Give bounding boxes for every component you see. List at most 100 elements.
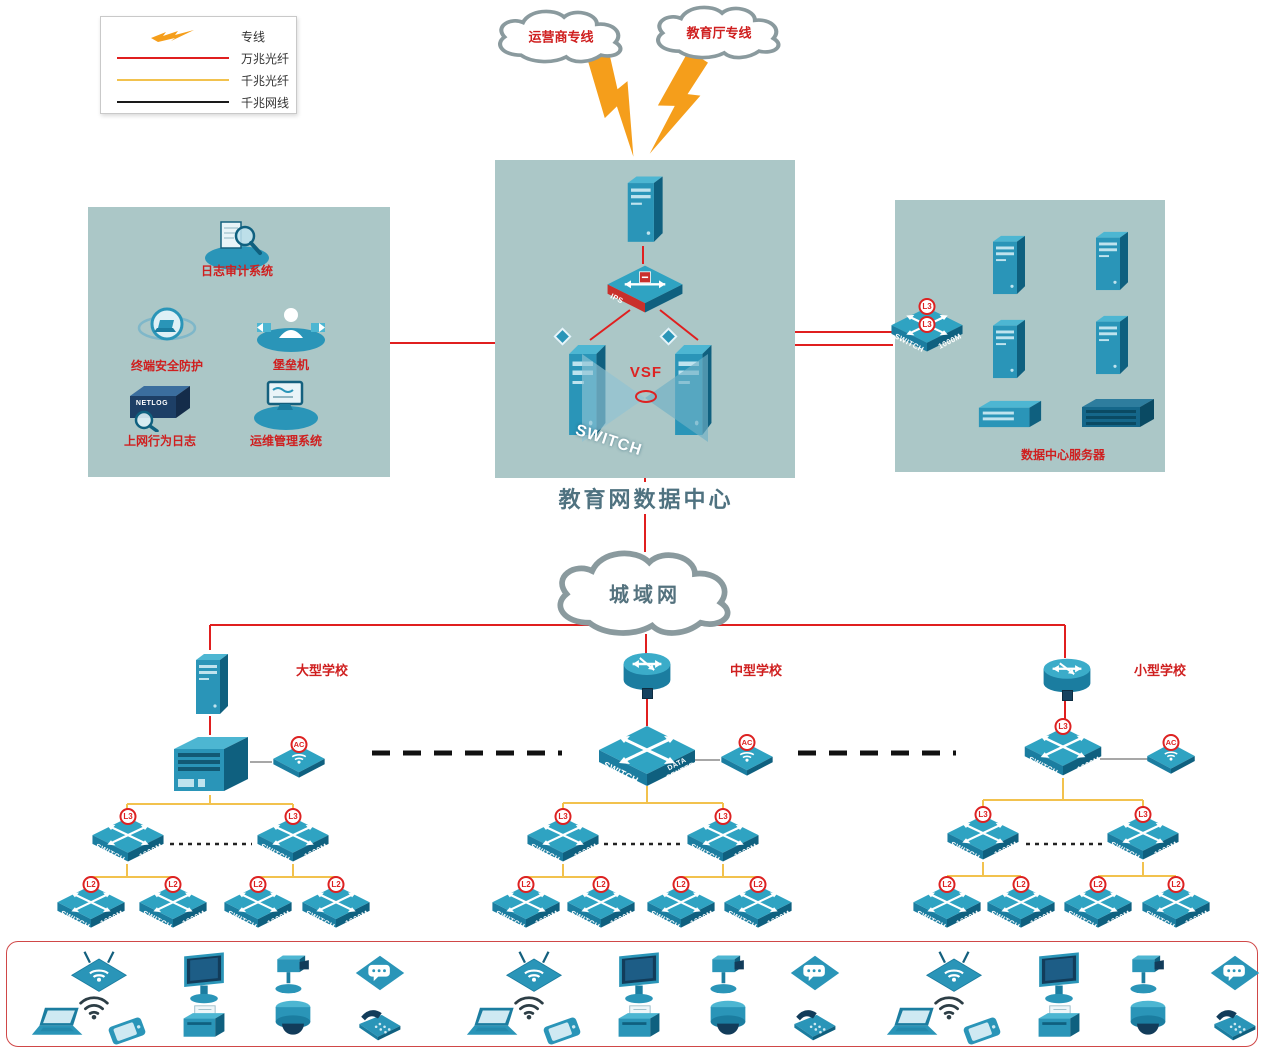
small-school-l2-switch[interactable]: L2 SWITCH 1000M xyxy=(1063,876,1133,931)
desk-phone-icon[interactable] xyxy=(350,1004,406,1044)
laptop-icon[interactable] xyxy=(465,1006,523,1042)
printer-icon[interactable] xyxy=(178,1004,230,1044)
small-school-l2-switch[interactable]: L2 SWITCH 1000M xyxy=(986,876,1056,931)
wireless-ap-icon[interactable] xyxy=(70,950,128,995)
storage-icon xyxy=(978,400,1042,428)
chat-terminal-icon[interactable] xyxy=(1209,954,1261,992)
large-school-l2-switch[interactable]: L2 SWITCH 1000M xyxy=(56,876,126,931)
datacenter-switch[interactable]: L3 L3 SWITCH 1000M xyxy=(890,298,964,354)
chat-terminal-icon[interactable] xyxy=(789,954,841,992)
server-zone-label: 数据中心服务器 xyxy=(1020,448,1106,462)
chassis-icon xyxy=(174,737,248,791)
printer-icon[interactable] xyxy=(613,1004,665,1044)
laptop-icon[interactable] xyxy=(30,1006,88,1042)
server-tower-icon xyxy=(1096,315,1128,375)
smartphone-icon[interactable] xyxy=(541,1016,583,1046)
storage-array[interactable] xyxy=(975,398,1045,431)
medium-school-l2-switch[interactable]: L2 SWITCH 1000M xyxy=(491,876,561,931)
large-school-ac[interactable]: AC xyxy=(272,736,326,779)
medium-school-l2-switch[interactable]: L2 SWITCH 1000M xyxy=(646,876,716,931)
l3-badge: L3 xyxy=(284,808,302,825)
education-cloud[interactable]: 教育厅专线 xyxy=(642,4,796,62)
desk-phone-icon[interactable] xyxy=(785,1004,841,1044)
l3-badge: L3 xyxy=(1134,806,1152,823)
red-line-sample xyxy=(117,57,229,59)
small-school-label: 小型学校 xyxy=(1133,663,1187,678)
rack-device[interactable] xyxy=(1078,395,1158,431)
large-school-l3-switch[interactable]: L3 SWITCH 1000M xyxy=(91,808,165,864)
desktop-monitor-icon[interactable] xyxy=(1035,952,1083,1006)
man-cloud[interactable]: 城域网 xyxy=(538,548,752,640)
l2-badge: L2 xyxy=(249,876,267,893)
datacenter-server[interactable] xyxy=(985,230,1029,296)
medium-school-l3-switch[interactable]: L3 SWITCH 1000M xyxy=(686,808,760,864)
ips-device[interactable]: IPS xyxy=(606,264,684,314)
small-school-core-switch[interactable]: L3 SWITCH 1000M xyxy=(1023,718,1103,777)
desktop-monitor-icon[interactable] xyxy=(180,952,228,1006)
medium-school-ac[interactable]: AC xyxy=(720,734,774,777)
terminal-security-system[interactable] xyxy=(135,300,199,354)
large-school-gateway[interactable] xyxy=(188,648,232,716)
medium-school-core-switch[interactable]: SWITCH DATA CENTER xyxy=(597,724,697,788)
small-school-ac[interactable]: AC xyxy=(1146,734,1196,775)
bastion-host[interactable] xyxy=(249,302,333,354)
l2-badge: L2 xyxy=(672,876,690,893)
large-school-core-device[interactable] xyxy=(168,733,252,795)
dome-camera-icon[interactable] xyxy=(272,998,314,1042)
l2-badge: L2 xyxy=(592,876,610,893)
log-audit-system[interactable] xyxy=(197,216,277,272)
desk-phone-icon[interactable] xyxy=(1205,1004,1261,1044)
large-school-l2-switch[interactable]: L2 SWITCH 1000M xyxy=(223,876,293,931)
net-behavior-log-system[interactable]: NETLOG xyxy=(120,380,200,432)
ptz-camera-icon[interactable] xyxy=(268,950,320,998)
education-cloud-label: 教育厅专线 xyxy=(686,25,752,41)
dome-camera-icon[interactable] xyxy=(707,998,749,1042)
server-tower-icon xyxy=(627,176,663,242)
lightning-icon xyxy=(117,29,229,43)
ptz-camera-icon[interactable] xyxy=(703,950,755,998)
smartphone-icon[interactable] xyxy=(961,1016,1003,1046)
large-school-l2-switch[interactable]: L2 SWITCH 1000M xyxy=(138,876,208,931)
border-firewall[interactable] xyxy=(619,170,667,244)
l2-badge: L2 xyxy=(1167,876,1185,893)
l3-badge: L3 xyxy=(119,808,137,825)
small-school-terminals xyxy=(875,944,1265,1046)
wireless-ap-icon[interactable] xyxy=(505,950,563,995)
ptz-camera-icon[interactable] xyxy=(1123,950,1175,998)
legend-label: 千兆光纤 xyxy=(241,73,290,88)
legend: 专线 万兆光纤 千兆光纤 千兆网线 xyxy=(100,16,297,114)
router-module-icon xyxy=(642,688,653,699)
dome-camera-icon[interactable] xyxy=(1127,998,1169,1042)
l2-badge: L2 xyxy=(1089,876,1107,893)
terminal-security-label: 终端安全防护 xyxy=(130,359,204,373)
vsf-label: VSF xyxy=(629,364,663,381)
medium-school-l2-switch[interactable]: L2 SWITCH 1000M xyxy=(566,876,636,931)
smartphone-icon[interactable] xyxy=(106,1016,148,1046)
terminal-security-icon xyxy=(137,307,197,341)
medium-school-l3-switch[interactable]: L3 SWITCH 1000M xyxy=(526,808,600,864)
desktop-monitor-icon[interactable] xyxy=(615,952,663,1006)
wireless-ap-icon[interactable] xyxy=(925,950,983,995)
carrier-cloud[interactable]: 运营商专线 xyxy=(484,8,638,66)
medium-school-l2-switch[interactable]: L2 SWITCH 1000M xyxy=(723,876,793,931)
datacenter-server[interactable] xyxy=(1088,226,1132,292)
datacenter-server[interactable] xyxy=(985,314,1029,380)
small-school-l3-switch[interactable]: L3 SWITCH 1000M xyxy=(1106,806,1180,862)
small-school-l3-switch[interactable]: L3 SWITCH 1000M xyxy=(946,806,1020,862)
printer-icon[interactable] xyxy=(1033,1004,1085,1044)
log-audit-icon xyxy=(205,221,269,270)
l3-badge: L3 xyxy=(918,316,936,333)
small-school-l2-switch[interactable]: L2 SWITCH 1000M xyxy=(1141,876,1211,931)
datacenter-server[interactable] xyxy=(1088,310,1132,376)
log-audit-label: 日志审计系统 xyxy=(200,264,274,278)
chat-terminal-icon[interactable] xyxy=(354,954,406,992)
l3-badge: L3 xyxy=(1054,718,1072,735)
large-school-l3-switch[interactable]: L3 SWITCH 1000M xyxy=(256,808,330,864)
small-school-l2-switch[interactable]: L2 SWITCH 1000M xyxy=(912,876,982,931)
laptop-icon[interactable] xyxy=(885,1006,943,1042)
ops-management-system[interactable] xyxy=(246,376,326,432)
medium-school-terminals xyxy=(455,944,855,1046)
server-tower-icon xyxy=(1096,231,1128,291)
large-school-l2-switch[interactable]: L2 SWITCH 1000M xyxy=(301,876,371,931)
ops-management-icon xyxy=(254,380,318,430)
